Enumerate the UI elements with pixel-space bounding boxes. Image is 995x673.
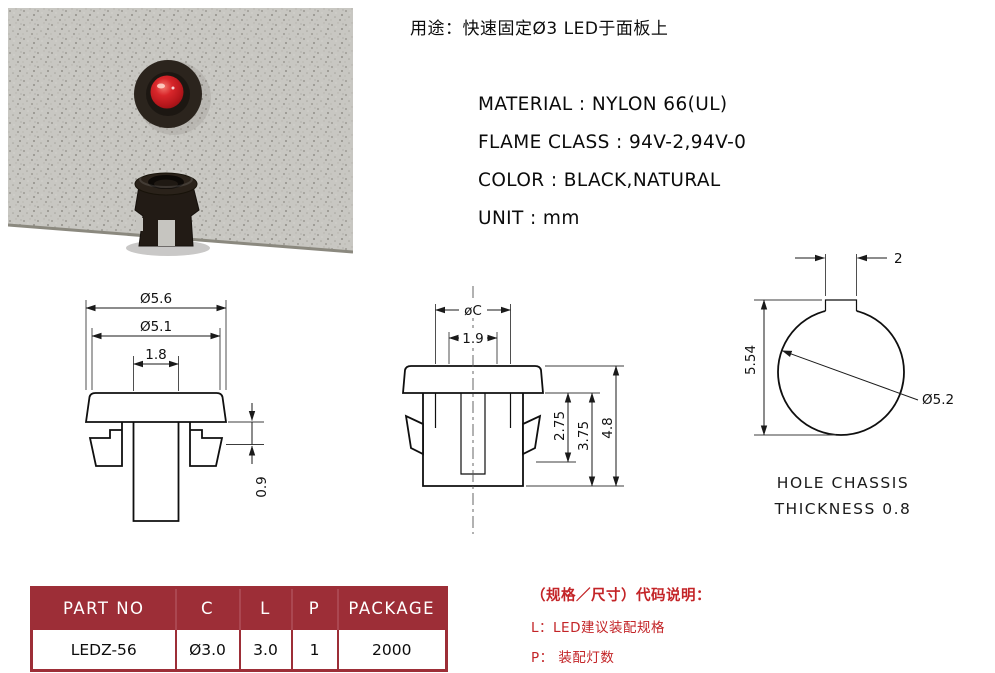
drawing-side-view: Ø5.6 Ø5.1 1.8 0.9	[84, 291, 270, 522]
label-mask	[459, 330, 487, 346]
parts-table: PART NO C L P PACKAGE LEDZ-56 Ø3.0 3.0 1…	[30, 586, 448, 672]
dim-label-height: 5.54	[743, 345, 759, 375]
cell-package: 2000	[336, 628, 448, 672]
table-header-row: PART NO C L P PACKAGE	[31, 587, 447, 629]
cell-part-no: LEDZ-56	[30, 628, 177, 672]
cell-p: 1	[290, 628, 339, 672]
key-tab	[824, 299, 858, 311]
dimension-lines	[760, 254, 919, 436]
dim-label-total: 4.8	[600, 417, 616, 438]
dimension-lines	[85, 304, 256, 464]
extension-lines	[754, 254, 857, 436]
dim-label-tab: 2	[894, 251, 903, 267]
label-mask	[459, 302, 487, 318]
mounted-led-grommet	[134, 60, 211, 135]
hole-caption-line2: THICKNESS 0.8	[774, 500, 912, 518]
note-p: P： 装配灯数	[531, 650, 615, 666]
col-p: P	[291, 587, 339, 629]
spec-material: MATERIAL : NYLON 66(UL)	[478, 94, 728, 115]
spec-unit: UNIT : mm	[478, 208, 580, 229]
dim-label-dia: Ø5.2	[922, 392, 954, 408]
part-outline	[84, 392, 228, 522]
notes-title: （规格／尺寸）代码说明：	[531, 588, 711, 604]
dim-label-slot: 1.9	[462, 331, 483, 347]
led-holder-part	[126, 170, 210, 256]
cell-c: Ø3.0	[174, 628, 241, 672]
spec-flame-class: FLAME CLASS : 94V-2,94V-0	[478, 132, 747, 153]
note-l: L：LED建议装配规格	[531, 620, 665, 636]
product-photo	[8, 8, 353, 256]
col-part-no: PART NO	[31, 587, 177, 629]
dim-label-hole: øC	[464, 303, 482, 319]
cell-l: 3.0	[238, 628, 293, 672]
dim-label-panel-gap: 0.9	[254, 476, 270, 497]
dim-label-tube: 1.8	[145, 347, 166, 363]
hole-caption-line1: HOLE CHASSIS	[777, 474, 909, 492]
arc-mask	[825, 298, 857, 312]
drawing-front-view: øC 1.9 2.75 3.75 4.8	[402, 286, 624, 534]
usage-title: 用途：快速固定Ø3 LED于面板上	[410, 19, 669, 39]
col-c: C	[175, 587, 241, 629]
dim-label-flange-od: Ø5.6	[140, 291, 172, 307]
dim-label-mid-od: Ø5.1	[140, 319, 172, 335]
drawing-hole-view: 2 5.54 Ø5.2 HOLE CHASSIS THICKNESS 0.8	[743, 251, 954, 518]
spec-color: COLOR : BLACK,NATURAL	[478, 170, 721, 191]
dim-label-depth1: 2.75	[552, 411, 568, 441]
spec-code-notes: （规格／尺寸）代码说明： L：LED建议装配规格 P： 装配灯数	[531, 584, 711, 673]
table-row: LEDZ-56 Ø3.0 3.0 1 2000	[30, 628, 448, 672]
spec-list: MATERIAL : NYLON 66(UL) FLAME CLASS : 94…	[478, 86, 746, 238]
col-l: L	[239, 587, 293, 629]
dim-label-depth2: 3.75	[576, 421, 592, 451]
col-package: PACKAGE	[337, 587, 447, 629]
